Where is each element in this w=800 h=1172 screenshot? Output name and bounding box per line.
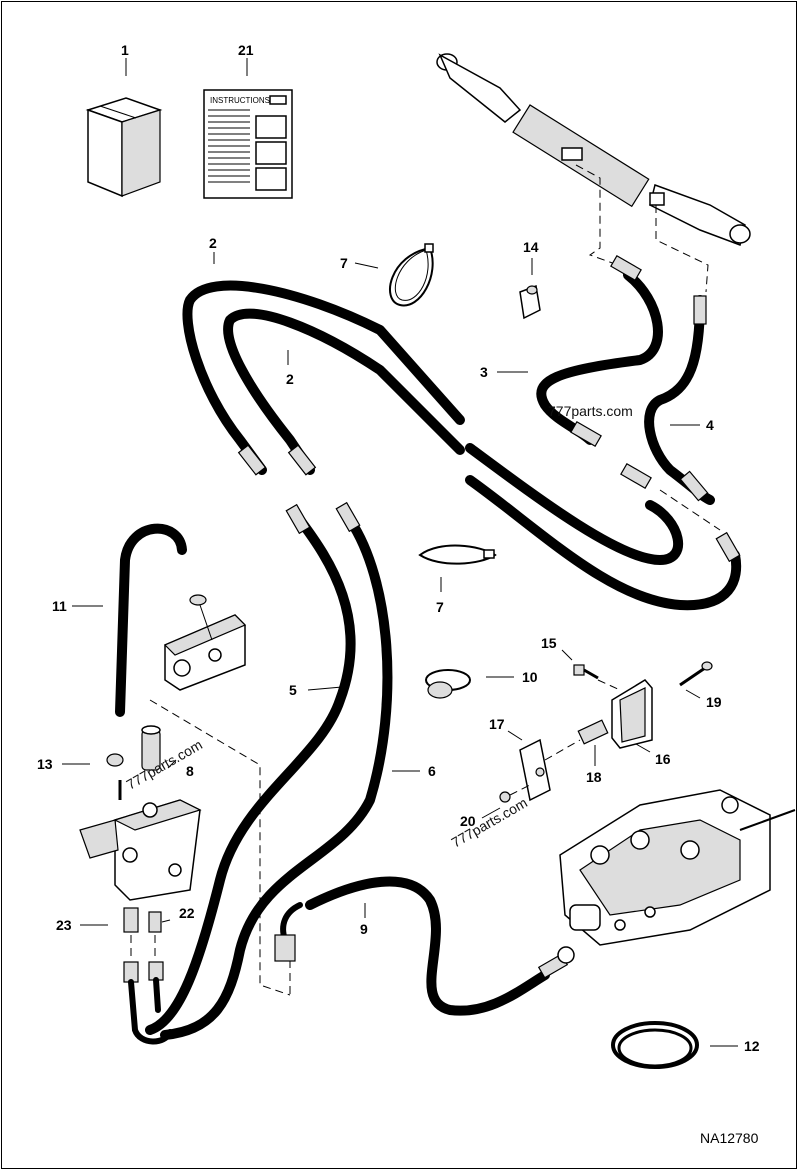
hose-end-6 bbox=[153, 977, 161, 1013]
dash-cyl-hose4 bbox=[655, 205, 709, 293]
hose-4 bbox=[644, 295, 741, 563]
callout-8: 8 bbox=[186, 763, 194, 779]
callout-2-upper: 2 bbox=[209, 235, 217, 251]
part-spacer-18 bbox=[577, 719, 609, 745]
callout-7-upper: 7 bbox=[340, 255, 348, 271]
hose-9 bbox=[274, 876, 575, 1016]
callout-10: 10 bbox=[522, 669, 538, 685]
part-fitting-22 bbox=[148, 911, 162, 933]
dash-nut bbox=[509, 784, 531, 796]
hose-end-5 bbox=[128, 979, 173, 1045]
part-clamp bbox=[519, 284, 541, 320]
callout-5: 5 bbox=[289, 682, 297, 698]
part-nut-20 bbox=[499, 791, 511, 803]
part-cap-13 bbox=[106, 753, 124, 767]
callout-leaders bbox=[62, 58, 738, 1047]
dash-bolt15 bbox=[597, 679, 621, 691]
callout-6: 6 bbox=[428, 763, 436, 779]
hydraulic-cylinder bbox=[436, 53, 751, 246]
callout-2-lower: 2 bbox=[286, 371, 294, 387]
callout-1: 1 bbox=[121, 42, 129, 58]
dash-valve-box bbox=[149, 699, 291, 996]
dash-plate-spacer bbox=[544, 739, 581, 761]
callout-3: 3 bbox=[480, 364, 488, 380]
part-fitting-8 bbox=[141, 725, 161, 771]
part-plate-17 bbox=[519, 738, 551, 802]
hose-5-6 bbox=[145, 501, 393, 1040]
part-box-kit bbox=[85, 97, 163, 198]
callout-17: 17 bbox=[489, 716, 505, 732]
callout-16: 16 bbox=[655, 751, 671, 767]
callout-19: 19 bbox=[706, 694, 722, 710]
part-fitting-23 bbox=[123, 907, 139, 933]
callout-9: 9 bbox=[360, 921, 368, 937]
watermark-1: 777parts.com bbox=[548, 403, 633, 419]
part-instructions-sheet: INSTRUCTIONS bbox=[203, 89, 293, 199]
part-cable-tie-upper bbox=[389, 243, 434, 307]
dash-cyl-hose3 bbox=[575, 164, 633, 271]
callout-7-lower: 7 bbox=[436, 599, 444, 615]
instructions-label: INSTRUCTIONS bbox=[210, 96, 270, 105]
callout-11: 11 bbox=[52, 598, 67, 614]
part-cable-tie-lower bbox=[418, 544, 497, 565]
callout-13: 13 bbox=[37, 756, 53, 772]
hose-11 bbox=[115, 523, 187, 717]
valve-block-upper bbox=[163, 594, 247, 691]
callout-18: 18 bbox=[586, 769, 602, 785]
part-bolt-15 bbox=[573, 664, 599, 680]
callout-23: 23 bbox=[56, 917, 72, 933]
nut-23 bbox=[123, 961, 139, 983]
callout-21: 21 bbox=[238, 42, 254, 58]
hose-2-pair bbox=[182, 280, 742, 611]
callout-14: 14 bbox=[523, 239, 539, 255]
part-hose-clamp bbox=[425, 669, 471, 699]
part-control-valve bbox=[559, 789, 796, 946]
valve-block-main bbox=[79, 780, 202, 901]
hose-3 bbox=[536, 254, 663, 490]
diagram-code: NA12780 bbox=[700, 1130, 759, 1146]
callout-20: 20 bbox=[460, 813, 476, 829]
callout-4: 4 bbox=[706, 417, 714, 433]
part-bolt-19 bbox=[679, 661, 713, 687]
part-bracket-16 bbox=[611, 679, 653, 749]
callout-12: 12 bbox=[744, 1038, 760, 1054]
callout-15: 15 bbox=[541, 635, 557, 651]
part-coil-tube bbox=[611, 1021, 699, 1069]
callout-22: 22 bbox=[179, 905, 195, 921]
